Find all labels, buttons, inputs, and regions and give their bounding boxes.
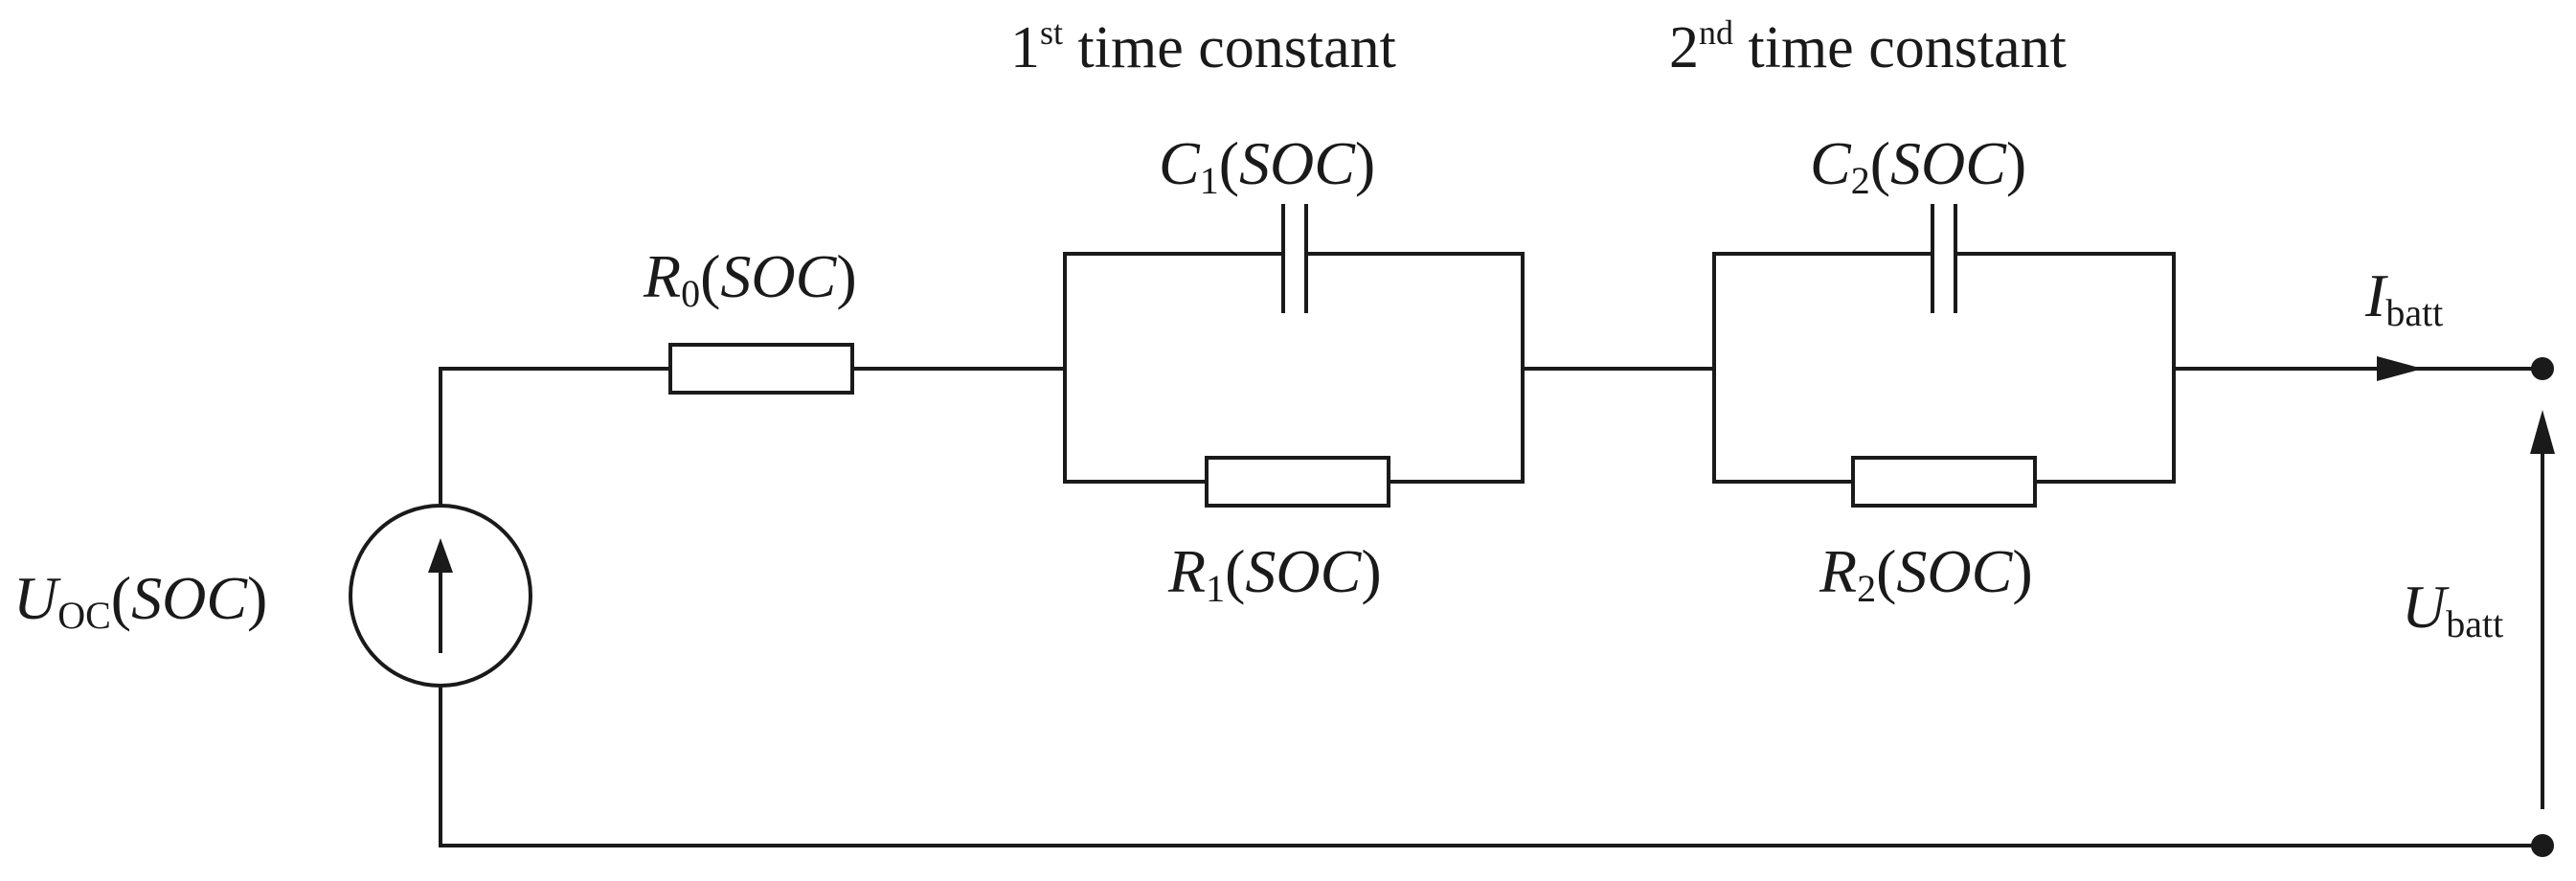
resistor-r0 (668, 343, 854, 395)
voltage-arrow-icon (2530, 410, 2555, 454)
label-r1: R1(SOC) (1167, 537, 1382, 610)
label-ibatt: Ibatt (2364, 261, 2443, 334)
current-arrow-icon (2377, 356, 2423, 381)
rc-block-2 (1712, 204, 2176, 508)
header-second-time-constant: 2nd time constant (1669, 13, 2067, 80)
terminal-bottom (2531, 834, 2554, 857)
bottom-wire (439, 688, 2544, 847)
label-c2: C2(SOC) (1810, 129, 2026, 202)
header-first-time-constant: 1st time constant (1010, 13, 1396, 80)
rc-block-1 (1063, 204, 1525, 508)
voltage-source (349, 504, 532, 688)
label-uoc: UOC(SOC) (13, 564, 267, 637)
terminal-top (2531, 357, 2554, 380)
label-r2: R2(SOC) (1819, 537, 2033, 610)
label-r0: R0(SOC) (643, 242, 857, 315)
top-wire (439, 367, 2544, 509)
resistor-r1 (1205, 456, 1390, 508)
label-ubatt: Ubatt (2402, 573, 2503, 645)
label-c1: C1(SOC) (1159, 129, 1375, 202)
resistor-r2 (1851, 456, 2037, 508)
source-arrow-icon (428, 538, 453, 573)
